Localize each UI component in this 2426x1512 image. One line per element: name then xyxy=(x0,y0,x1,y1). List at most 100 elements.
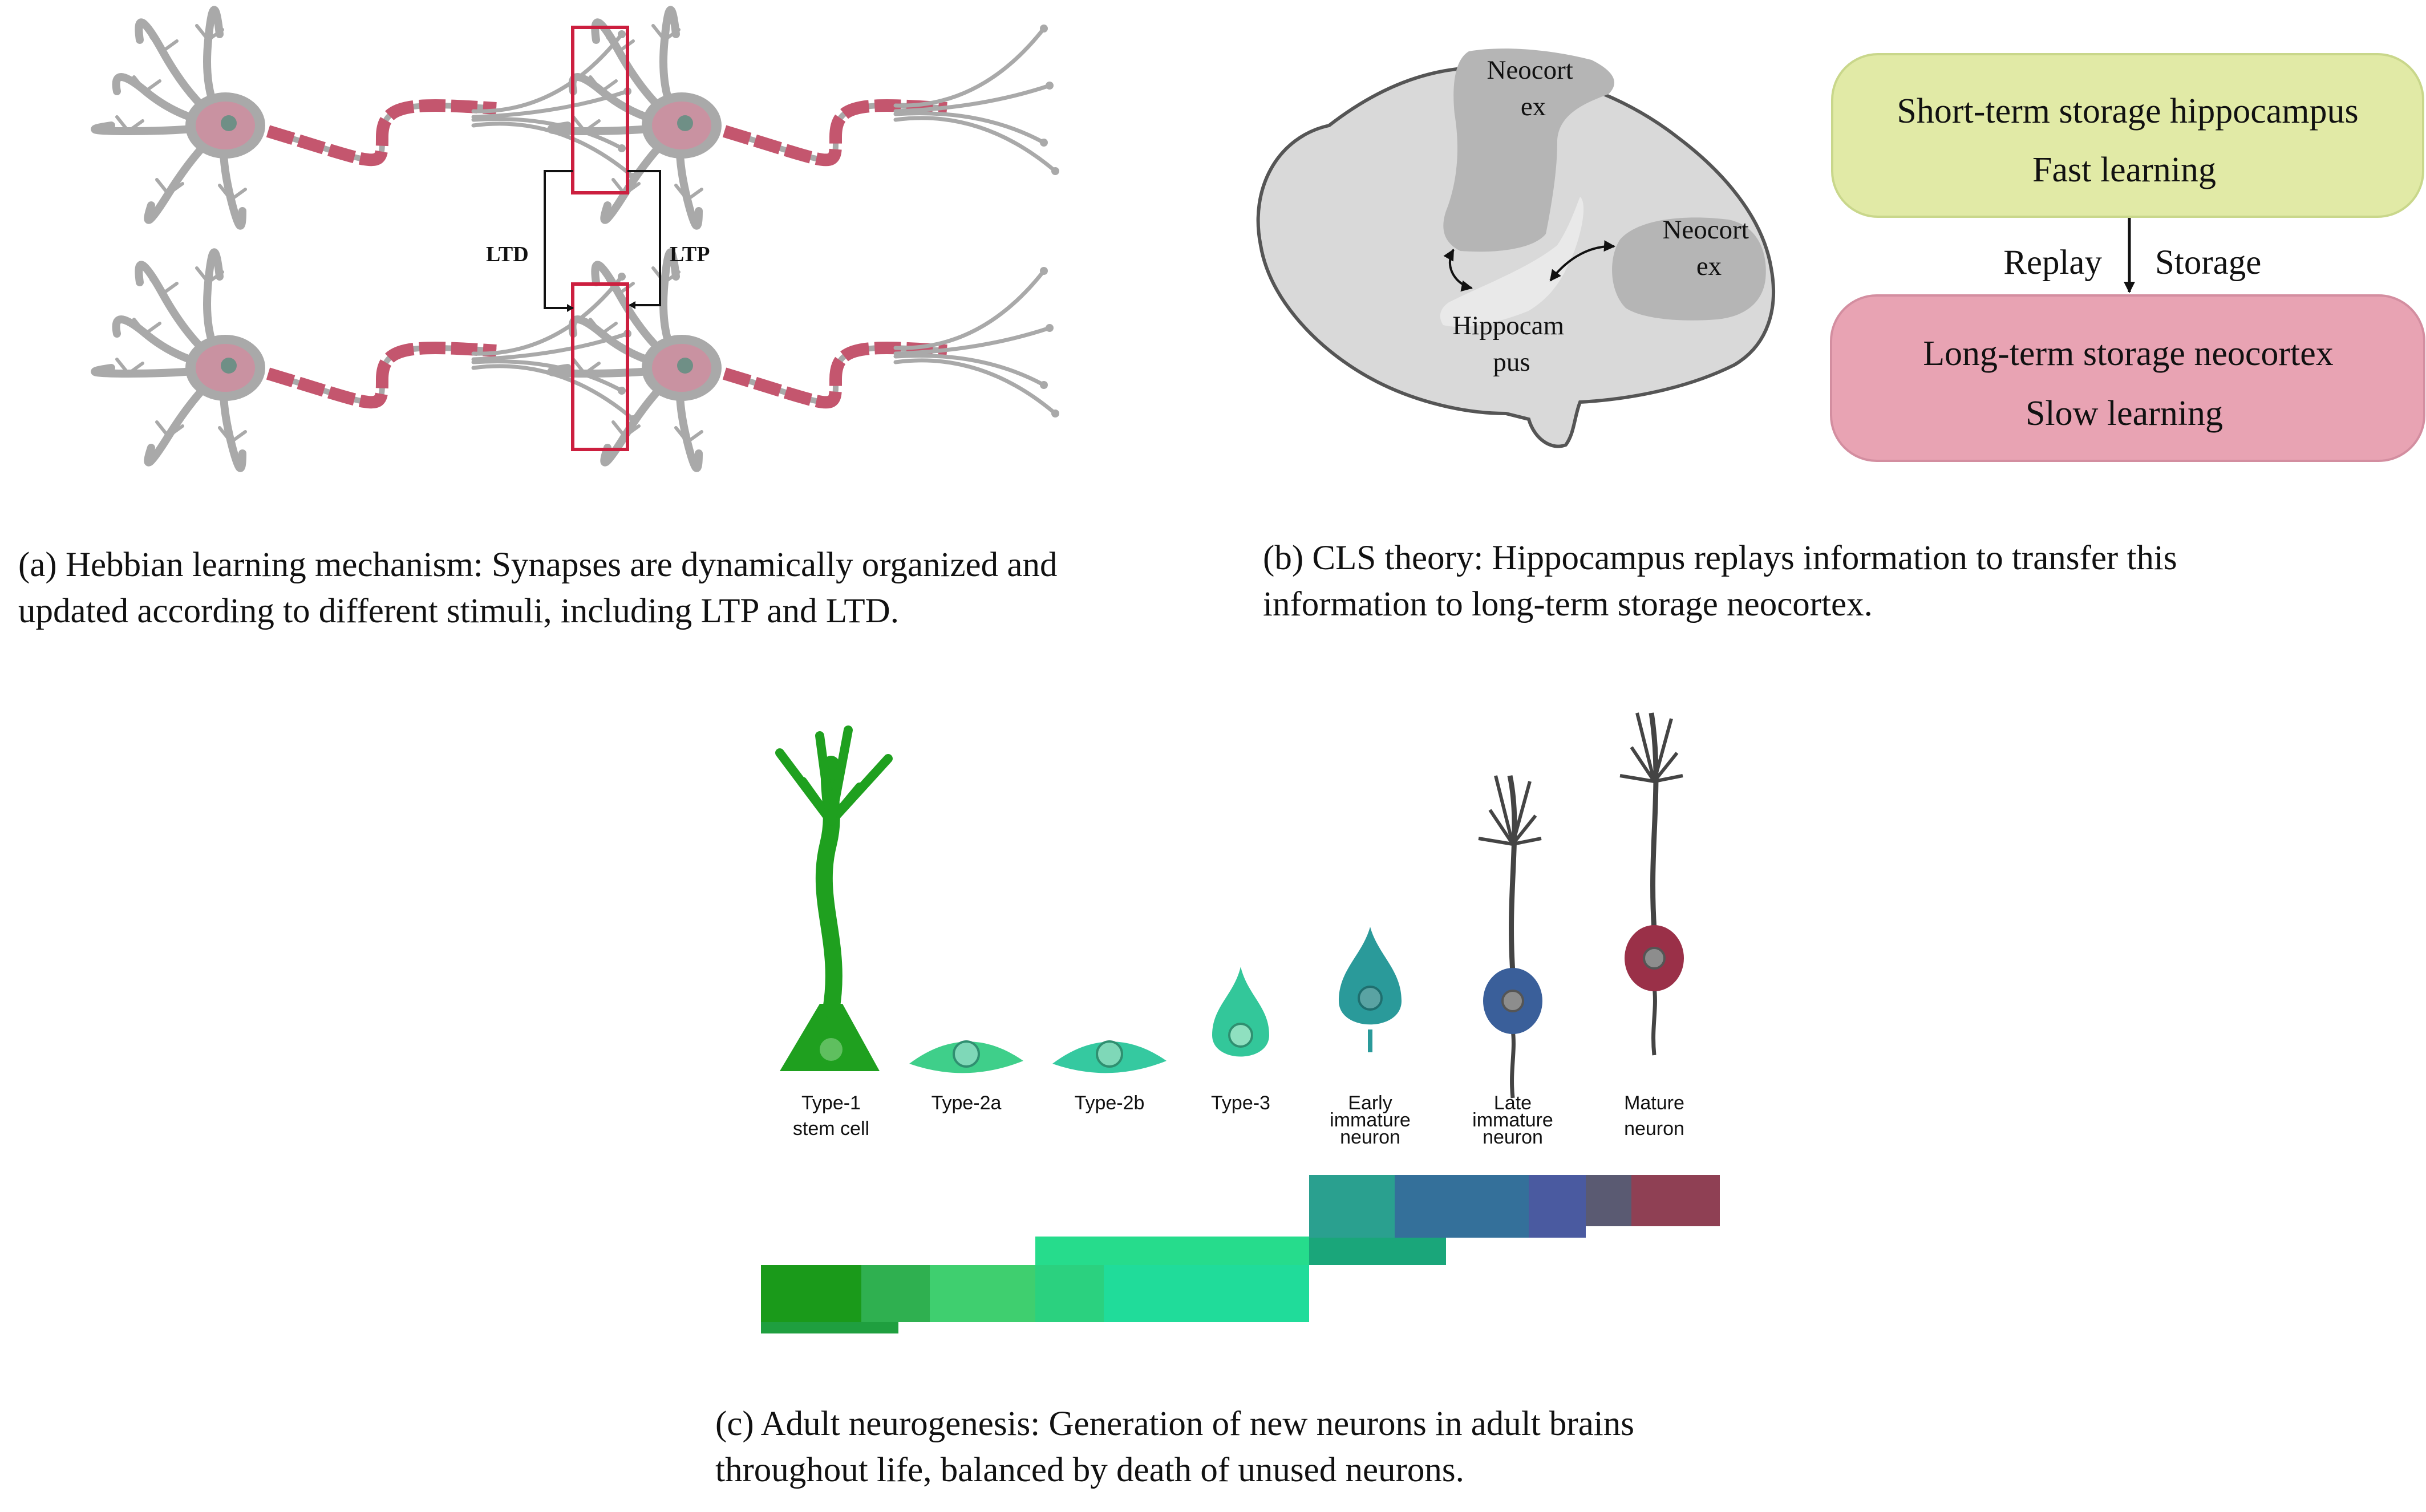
terminal-branch xyxy=(893,354,1046,387)
ltd-connector xyxy=(544,170,574,312)
neurogenesis-cells xyxy=(775,712,1684,1098)
ltp-label: LTP xyxy=(670,242,710,266)
dendrite-branch xyxy=(1619,774,1655,783)
radial-branch xyxy=(827,754,893,826)
stage-label-line: Type-3 xyxy=(1211,1092,1270,1114)
synapse-box-bottom xyxy=(571,282,629,451)
terminal-bouton xyxy=(1040,267,1048,275)
stage-label-line: Mature xyxy=(1624,1092,1684,1114)
cell-body xyxy=(1212,967,1269,1057)
stage-label-line: Late xyxy=(1494,1092,1532,1114)
hippocampus-region xyxy=(1440,197,1584,327)
myelin-sheath xyxy=(266,342,497,409)
terminal-bouton xyxy=(618,387,626,395)
terminal-bouton xyxy=(618,144,626,152)
myelin-sheath xyxy=(722,99,947,167)
timeline-segment xyxy=(861,1265,930,1322)
progenitor-cell xyxy=(909,1040,1023,1073)
axon xyxy=(722,342,947,409)
nucleus xyxy=(221,115,237,131)
dendrite-branch xyxy=(1494,775,1514,845)
timeline-segment xyxy=(1104,1265,1309,1322)
dendrite-branch xyxy=(218,184,247,201)
timeline-segment xyxy=(1035,1265,1104,1322)
caption-a: (a) Hebbian learning mechanism: Synapses… xyxy=(18,542,1057,634)
hippocampus-label: Hippocam pus xyxy=(1452,311,1571,377)
nucleus xyxy=(221,358,237,374)
terminal-branch xyxy=(471,274,624,356)
terminal-branch xyxy=(893,358,1058,416)
stage-label-line: immature xyxy=(1472,1109,1553,1131)
progenitor-cell xyxy=(1052,1040,1167,1073)
neocortex-region-top xyxy=(1443,48,1614,252)
caption-a-line2: updated according to different stimuli, … xyxy=(18,592,899,630)
apical-dendrite xyxy=(1649,712,1659,930)
stage-label-line: immature xyxy=(1330,1109,1411,1131)
dendrite-branch xyxy=(195,266,224,284)
terminal-bouton xyxy=(618,273,626,281)
axon xyxy=(722,99,947,167)
long-term-box-line2: Slow learning xyxy=(2026,394,2223,433)
neuron-rows xyxy=(91,6,1059,472)
terminal-branch xyxy=(471,32,624,113)
synapse-box-top xyxy=(571,26,629,194)
stage-label-line: neuron xyxy=(1624,1118,1684,1140)
stage-label-line: Early xyxy=(1348,1092,1392,1114)
dendrite-branch xyxy=(674,184,703,201)
late-immature-neuron xyxy=(1478,775,1542,1098)
terminal-bouton xyxy=(1051,167,1059,175)
terminal-bouton xyxy=(1046,324,1054,332)
early-immature-neuron xyxy=(1339,927,1402,1052)
nucleus xyxy=(677,115,693,131)
replay-label: Replay xyxy=(2003,244,2102,282)
neuron xyxy=(547,248,722,472)
dendrite-branch xyxy=(132,75,161,93)
terminal-branch xyxy=(893,269,1046,350)
dendrite-branch xyxy=(195,24,224,42)
axon xyxy=(266,342,497,409)
timeline-segment xyxy=(761,1322,898,1333)
neocortex-region-side xyxy=(1612,217,1766,321)
caption-c: (c) Adult neurogenesis: Generation of ne… xyxy=(715,1401,1634,1493)
axon-terminals xyxy=(893,25,1059,175)
stage-timeline-bars xyxy=(761,1175,1720,1333)
caption-b-line2: information to long-term storage neocort… xyxy=(1263,585,1873,623)
timeline-segment xyxy=(1529,1175,1586,1238)
type-1-stem-cell xyxy=(775,725,893,1071)
dendrite-branch xyxy=(572,115,601,133)
terminal-bouton xyxy=(618,30,626,38)
terminal-branch xyxy=(893,83,1052,113)
dendrite-branch xyxy=(155,178,184,196)
dendrite-branch xyxy=(674,426,703,444)
stage-label-line: neuron xyxy=(1483,1126,1543,1148)
stage-label: Mature neuron xyxy=(1624,1092,1684,1140)
long-term-storage-box xyxy=(1830,294,2425,462)
caption-a-line1: (a) Hebbian learning mechanism: Synapses… xyxy=(18,546,1058,584)
axon-terminals xyxy=(471,30,637,181)
nucleus xyxy=(1096,1040,1123,1068)
terminal-bouton xyxy=(1040,25,1048,33)
myelin-sheath xyxy=(266,99,497,167)
nucleus xyxy=(820,1038,843,1061)
neocortex-side-label: Neocort ex xyxy=(1662,215,1755,281)
nucleus xyxy=(1228,1023,1253,1048)
cell-body xyxy=(1339,927,1402,1025)
ltd-label: LTD xyxy=(486,242,529,266)
dendrite-branch xyxy=(589,75,618,93)
terminal-bouton xyxy=(1046,82,1054,90)
dendrite-branch xyxy=(589,318,618,335)
dendrite-branch xyxy=(1654,774,1683,783)
axon xyxy=(266,99,497,167)
timeline-segment xyxy=(1395,1175,1529,1238)
storage-label: Storage xyxy=(2155,244,2261,282)
short-term-storage-box xyxy=(1831,53,2424,218)
stage-label-line: Type-2b xyxy=(1075,1092,1145,1114)
apical-dendrite xyxy=(1507,775,1517,973)
short-term-box-line2: Fast learning xyxy=(2032,151,2216,189)
neuron xyxy=(91,6,265,230)
